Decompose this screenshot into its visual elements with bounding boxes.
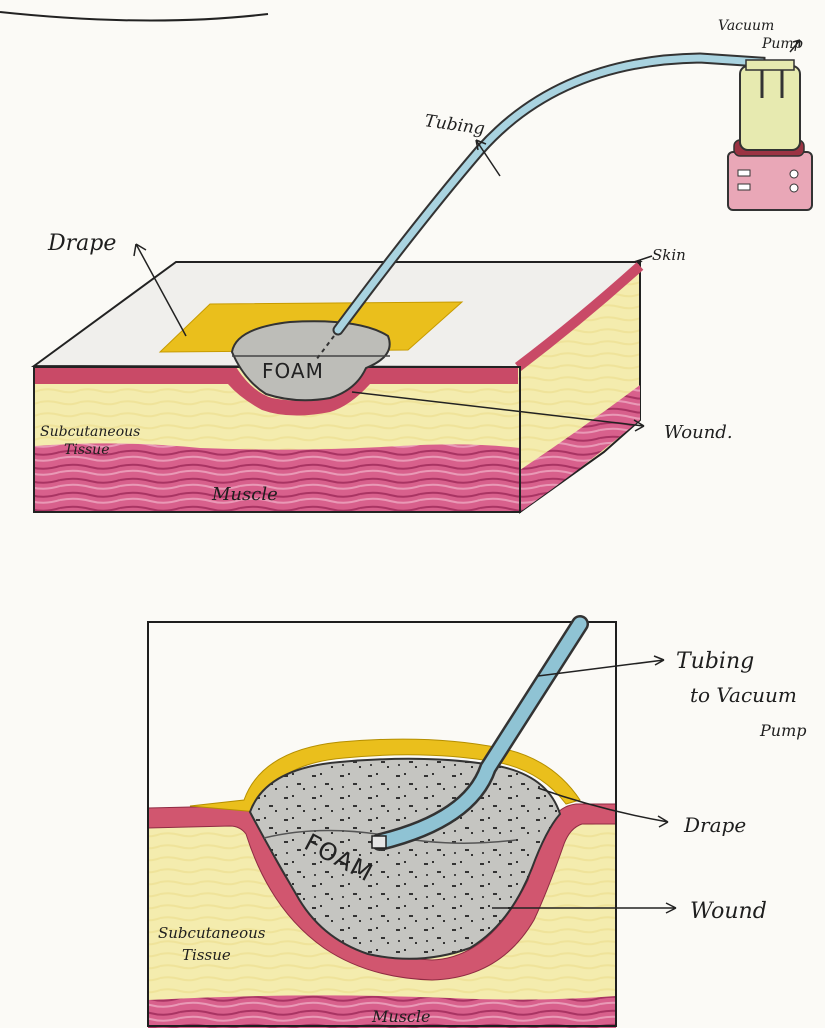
label-tubing: to Vacuum (690, 683, 797, 707)
pump-base (728, 152, 812, 210)
pump-dial (790, 184, 798, 192)
label-subcutaneous: Tissue (64, 442, 110, 458)
tubing-connector (372, 836, 386, 848)
label-wound: Wound. (664, 422, 733, 443)
label-wound: Wound (690, 899, 767, 924)
pump-control (738, 184, 750, 190)
label-arrow (634, 256, 652, 262)
label-vacuum-pump: Vacuum (718, 18, 774, 34)
pump-control (738, 170, 750, 176)
label-tubing: Pump (759, 721, 806, 740)
label-tubing: Tubing (676, 649, 754, 674)
label-muscle: Muscle (211, 484, 278, 505)
vacuum-pump (728, 60, 812, 210)
bottom-figure: Tubing to Vacuum Pump Drape FOAM Wound S… (148, 622, 806, 1028)
label-skin: Skin (652, 246, 686, 264)
label-foam: FOAM (262, 359, 324, 383)
label-drape: Drape (47, 231, 116, 256)
label-subcutaneous: Subcutaneous (158, 924, 266, 942)
label-drape: Drape (683, 813, 746, 837)
label-muscle: Muscle (371, 1007, 430, 1026)
label-subcutaneous: Subcutaneous (40, 424, 140, 440)
sketch-edge-arc (0, 12, 268, 21)
top-figure: Vacuum Pump Tubing Drape Skin FOAM Subcu… (34, 18, 812, 512)
label-tubing: Tubing (423, 111, 486, 139)
pump-dial (790, 170, 798, 178)
pump-canister-lid (746, 60, 794, 70)
pump-canister (740, 66, 800, 150)
label-subcutaneous: Tissue (182, 946, 231, 964)
